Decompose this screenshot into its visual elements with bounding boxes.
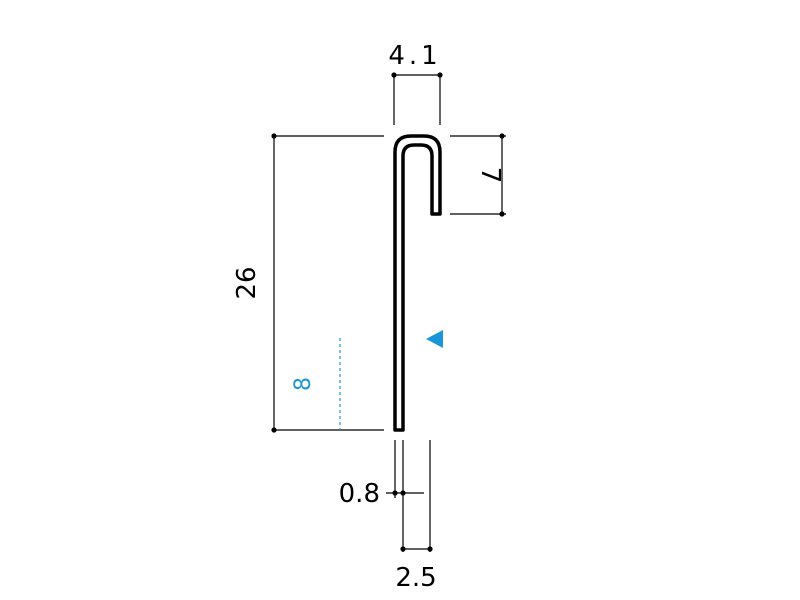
dimension-label-top-width: 4.1 — [388, 41, 441, 71]
dimension-total-height: 26 — [232, 133, 384, 433]
dimension-label-thickness: 0.8 — [339, 479, 380, 509]
triangle-left-icon — [426, 330, 443, 348]
accent-depth-indicator: 8 — [291, 338, 341, 430]
dimension-label-lip-height: 7 — [475, 167, 505, 184]
dimension-top-width: 4.1 — [388, 41, 443, 125]
dimension-lip-height: 7 — [450, 133, 506, 217]
j-profile-outline — [393, 134, 442, 432]
dimension-label-total-height: 26 — [232, 266, 262, 299]
dimension-bottom: 0.8 2.5 — [339, 440, 437, 593]
dimension-label-bottom-width: 2.5 — [395, 563, 436, 593]
accent-label: 8 — [291, 377, 316, 391]
